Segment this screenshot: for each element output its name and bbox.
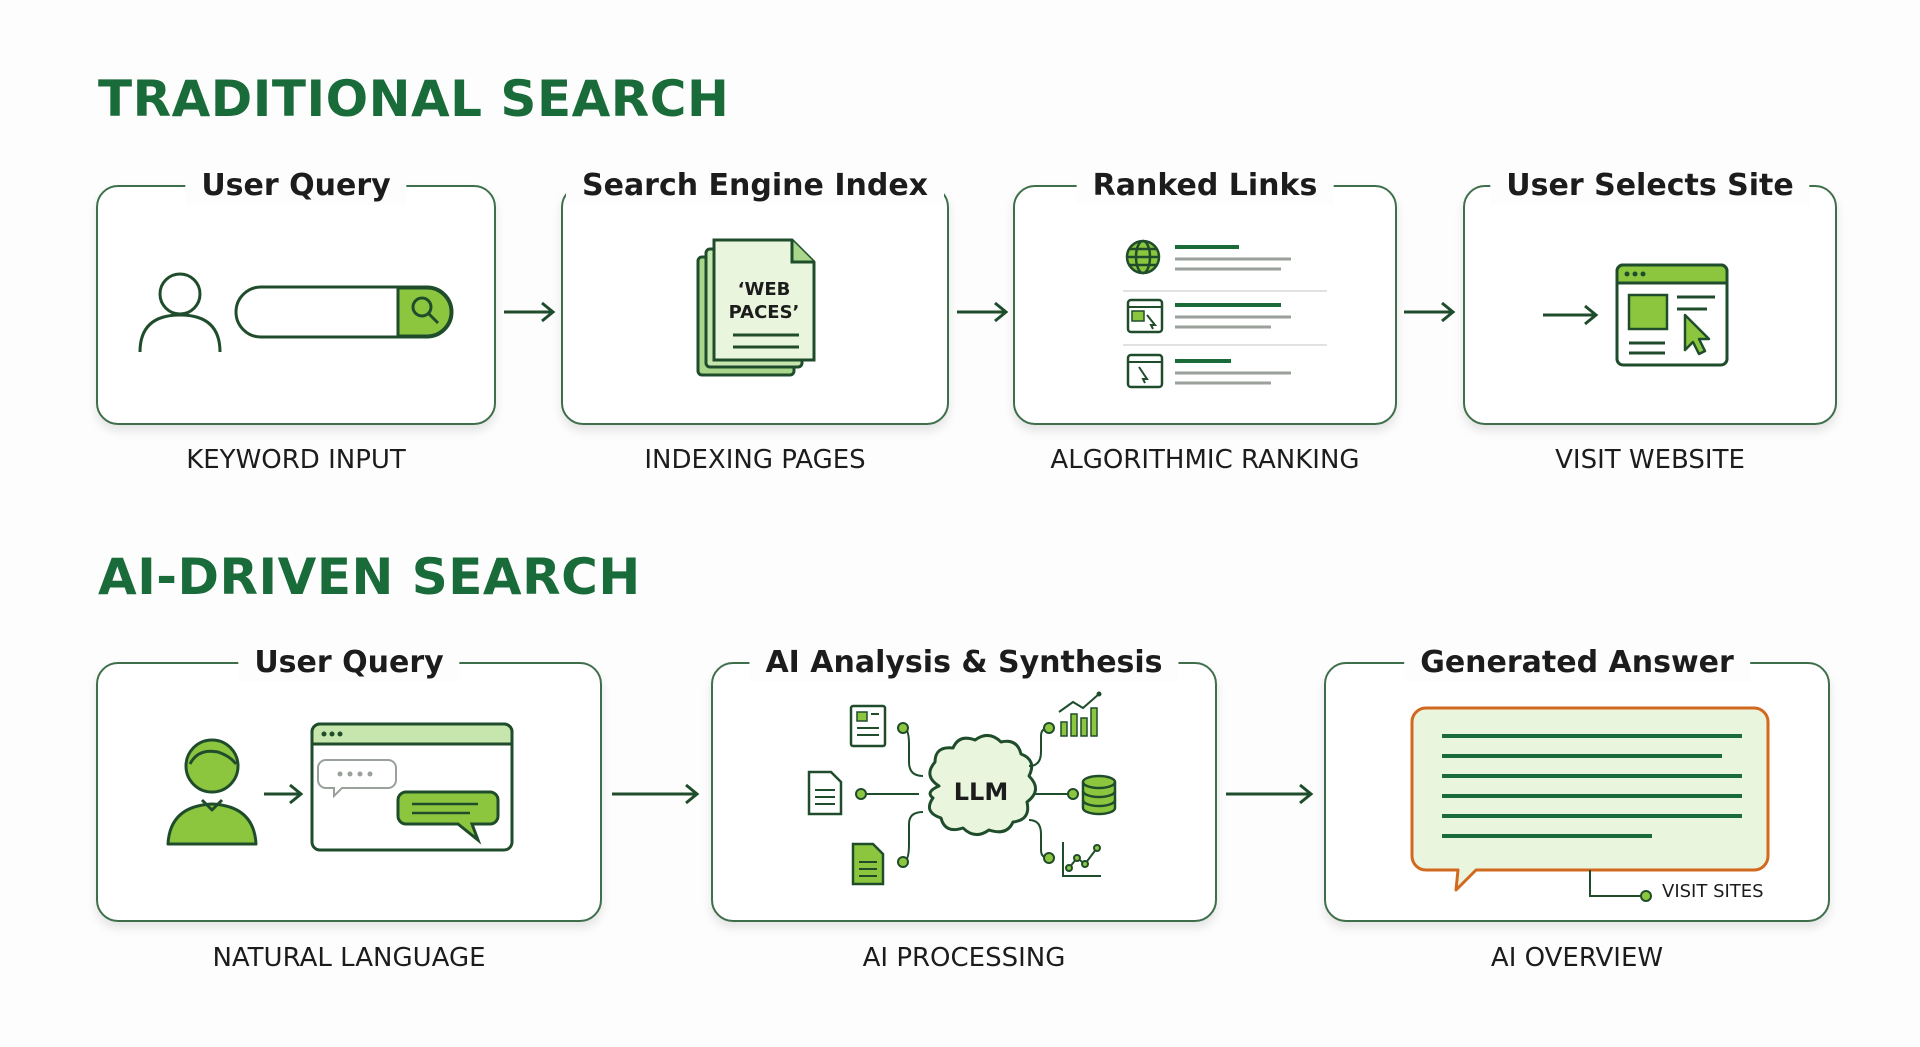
card-ranked-links: Ranked Links <box>1013 167 1397 425</box>
card-title: User Query <box>238 644 460 682</box>
llm-processing-illustration: LLM <box>807 691 1117 886</box>
caption-algorithmic-ranking: ALGORITHMIC RANKING <box>1050 445 1360 475</box>
chat-window-icon <box>310 722 514 852</box>
brain-cloud-icon <box>927 734 1037 836</box>
database-icon <box>1081 774 1117 816</box>
caption-keyword-input: KEYWORD INPUT <box>186 445 406 475</box>
card-title: Generated Answer <box>1404 644 1750 682</box>
traditional-section-title: TRADITIONAL SEARCH <box>98 70 730 128</box>
arrow-right-icon <box>957 301 1009 323</box>
card-generated-answer: Generated Answer VISIT SITES <box>1324 644 1830 922</box>
user-icon <box>138 272 222 353</box>
arrow-right-icon <box>504 301 556 323</box>
caption-natural-language: NATURAL LANGUAGE <box>212 943 486 973</box>
card-ai-analysis: AI Analysis & Synthesis <box>711 644 1217 922</box>
caption-ai-overview: AI OVERVIEW <box>1490 943 1664 973</box>
caption-ai-processing: AI PROCESSING <box>862 943 1066 973</box>
card-traditional-user-query: User Query <box>96 167 496 425</box>
answer-bubble-icon <box>1410 706 1770 902</box>
ai-section-title: AI-DRIVEN SEARCH <box>98 548 641 606</box>
visit-sites-link[interactable]: VISIT SITES <box>1662 881 1764 902</box>
visit-website-illustration <box>1543 263 1729 367</box>
caption-indexing-pages: INDEXING PAGES <box>644 445 866 475</box>
document-stack-icon: ‘WEB PACES’ <box>696 238 816 377</box>
document-icon <box>849 704 887 748</box>
line-chart-icon <box>1062 842 1101 877</box>
browser-thumbnail-icon <box>1126 298 1164 334</box>
browser-window-icon <box>1615 263 1729 367</box>
arrow-right-icon <box>612 783 700 805</box>
ranked-links-illustration <box>1123 239 1327 389</box>
bar-chart-icon <box>1058 691 1102 737</box>
card-title: Search Engine Index <box>565 167 945 205</box>
arrow-right-icon <box>1543 304 1599 326</box>
card-search-engine-index: Search Engine Index ‘WEB PACES’ <box>561 167 949 425</box>
keyword-input-illustration <box>138 272 454 353</box>
document-icon <box>851 842 885 886</box>
natural-language-illustration <box>166 722 514 852</box>
card-title: User Query <box>185 167 407 205</box>
cursor-icon <box>1126 353 1164 389</box>
caption-visit-website: VISIT WEBSITE <box>1555 445 1745 475</box>
card-title: AI Analysis & Synthesis <box>749 644 1179 682</box>
cursor-icon <box>1683 313 1711 356</box>
arrow-right-icon <box>1226 783 1314 805</box>
arrow-right-icon <box>1404 301 1456 323</box>
arrow-right-icon <box>264 783 304 805</box>
document-icon <box>807 770 843 816</box>
globe-icon <box>1125 239 1161 275</box>
doc-label-line-2: PACES’ <box>729 302 800 323</box>
card-user-selects-site: User Selects Site <box>1463 167 1837 425</box>
doc-label-line-1: ‘WEB <box>738 279 791 300</box>
card-title: User Selects Site <box>1490 167 1810 205</box>
card-title: Ranked Links <box>1076 167 1334 205</box>
person-icon <box>166 738 258 846</box>
llm-label: LLM <box>954 778 1008 806</box>
search-bar-icon <box>234 285 454 339</box>
magnifier-icon <box>411 296 440 325</box>
card-ai-user-query: User Query <box>96 644 602 922</box>
